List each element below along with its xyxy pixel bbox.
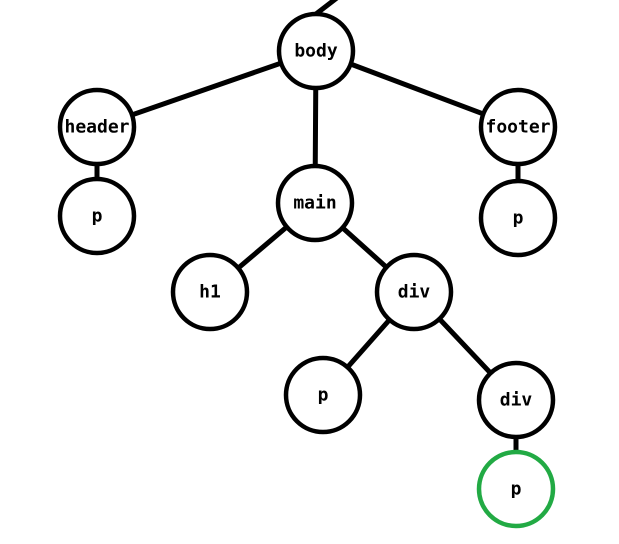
node-circle-main bbox=[275, 163, 355, 243]
tree-node-footer-p: p bbox=[478, 178, 558, 258]
tree-node-header: header bbox=[57, 87, 137, 167]
node-label-div-p: p bbox=[318, 385, 329, 406]
node-label-main-div: div bbox=[398, 282, 431, 303]
tree-node-body: body bbox=[276, 11, 356, 91]
edge-body-parent bbox=[313, 0, 339, 17]
node-label-footer-p: p bbox=[513, 208, 524, 229]
node-label-body: body bbox=[294, 41, 338, 62]
node-label-header-p: p bbox=[92, 206, 103, 227]
node-circle-h1 bbox=[170, 252, 250, 332]
node-label-inner-div-p: p bbox=[511, 479, 522, 500]
tree-node-footer: footer bbox=[478, 87, 558, 167]
node-circle-footer bbox=[478, 87, 558, 167]
node-circle-inner-div bbox=[476, 360, 556, 440]
node-label-footer: footer bbox=[485, 117, 550, 138]
node-circle-inner-div-p bbox=[476, 449, 556, 529]
node-circle-main-div bbox=[374, 252, 454, 332]
tree-node-inner-div-p: p bbox=[476, 449, 556, 529]
node-circle-div-p bbox=[283, 355, 363, 435]
node-label-header: header bbox=[64, 117, 129, 138]
node-circle-header-p bbox=[57, 176, 137, 256]
tree-node-inner-div: div bbox=[476, 360, 556, 440]
node-circle-footer-p bbox=[478, 178, 558, 258]
tree-node-header-p: p bbox=[57, 176, 137, 256]
tree-nodes: body header main footer p h1 div p p div p bbox=[57, 11, 558, 529]
node-circle-body bbox=[276, 11, 356, 91]
tree-node-div-p: p bbox=[283, 355, 363, 435]
tree-node-h1: h1 bbox=[170, 252, 250, 332]
node-circle-header bbox=[57, 87, 137, 167]
node-label-inner-div: div bbox=[500, 390, 533, 411]
node-label-h1: h1 bbox=[199, 282, 221, 303]
tree-node-main: main bbox=[275, 163, 355, 243]
tree-node-main-div: div bbox=[374, 252, 454, 332]
node-label-main: main bbox=[293, 193, 336, 214]
